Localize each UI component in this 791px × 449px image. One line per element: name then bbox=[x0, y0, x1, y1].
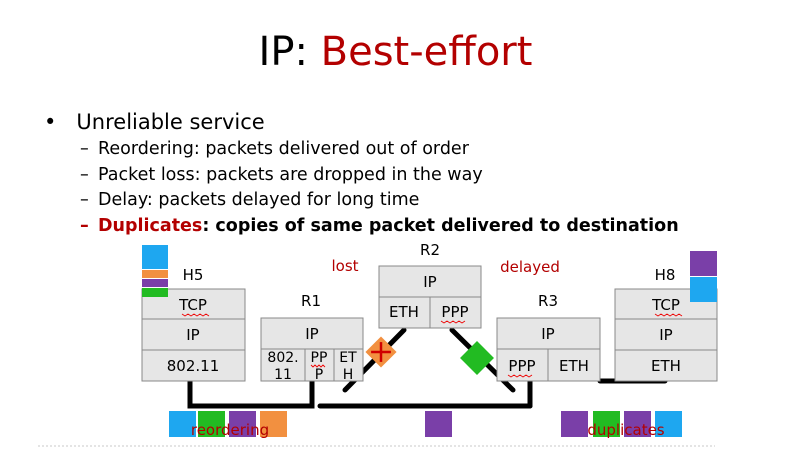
packet-stack-h5 bbox=[142, 245, 168, 297]
iface-label: P bbox=[315, 367, 323, 383]
iface-box bbox=[333, 348, 364, 382]
spellcheck-squiggle bbox=[310, 364, 326, 368]
duplicates-term: Duplicates bbox=[98, 216, 203, 236]
spellcheck-squiggle bbox=[181, 313, 210, 317]
layer-box bbox=[614, 349, 718, 382]
sub-bullet-text: Packet loss: packets are dropped in the … bbox=[98, 165, 483, 185]
packet-blue bbox=[142, 245, 168, 269]
layer-label: IP bbox=[305, 325, 318, 343]
iface-label: ETH bbox=[559, 357, 589, 375]
packet-purple bbox=[425, 411, 452, 437]
reordering-label: reordering bbox=[191, 421, 269, 439]
iface-label: ET bbox=[339, 350, 357, 366]
layer-label: TCP bbox=[178, 296, 207, 314]
node-name: H5 bbox=[183, 266, 204, 284]
packet-orange bbox=[260, 411, 287, 437]
sub-bullet-delay: –Delay: packets delayed for long time bbox=[80, 190, 420, 210]
link-h5-r1 bbox=[187, 378, 315, 409]
router-r3: R3 IP PPP ETH bbox=[496, 292, 601, 382]
iface-box bbox=[304, 348, 335, 382]
packet-purple bbox=[624, 411, 651, 437]
packet-blue bbox=[169, 411, 196, 437]
packet-green bbox=[142, 288, 168, 297]
iface-box bbox=[547, 348, 601, 382]
iface-label: PP bbox=[311, 350, 328, 366]
node-name: R3 bbox=[538, 292, 558, 310]
packet-green bbox=[198, 411, 225, 437]
bullet-main-text: Unreliable service bbox=[76, 110, 265, 134]
packet-purple bbox=[229, 411, 256, 437]
iface-label: 11 bbox=[274, 367, 292, 383]
slide-title: IP: Best-effort bbox=[0, 26, 791, 78]
lost-packet bbox=[365, 336, 397, 368]
layer-label: IP bbox=[186, 326, 199, 344]
packet-blue bbox=[655, 411, 682, 437]
layer-label: IP bbox=[659, 326, 672, 344]
title-accent: Best-effort bbox=[320, 29, 533, 75]
x-mark-icon bbox=[371, 350, 391, 354]
node-name: H8 bbox=[655, 266, 676, 284]
bullet-main: • Unreliable service bbox=[44, 110, 265, 134]
duplicates-description: : copies of same packet delivered to des… bbox=[202, 216, 679, 236]
packet-orange bbox=[142, 270, 168, 278]
iface-box bbox=[496, 348, 549, 382]
layer-label: ETH bbox=[651, 357, 681, 375]
packet-blue bbox=[690, 277, 717, 302]
layer-label: IP bbox=[423, 273, 436, 291]
title-prefix: IP: bbox=[258, 29, 321, 75]
duplicates-label: duplicates bbox=[587, 421, 664, 439]
sub-bullet-text: Reordering: packets delivered out of ord… bbox=[98, 139, 469, 159]
sub-bullet-text: Delay: packets delayed for long time bbox=[98, 190, 420, 210]
sub-bullet-reordering: –Reordering: packets delivered out of or… bbox=[80, 139, 469, 159]
sub-bullet-loss: –Packet loss: packets are dropped in the… bbox=[80, 165, 483, 185]
packet-stack-h8 bbox=[690, 251, 717, 302]
iface-box bbox=[260, 348, 306, 382]
spellcheck-squiggle bbox=[654, 313, 683, 317]
iface-box bbox=[378, 296, 431, 329]
iface-label: ETH bbox=[389, 303, 419, 321]
router-r1: R1 IP 802. 11 PP P ET H bbox=[260, 292, 364, 383]
node-name: R1 bbox=[301, 292, 321, 310]
iface-label: PPP bbox=[441, 303, 468, 321]
lost-label: lost bbox=[331, 257, 358, 275]
sub-bullet-duplicates: –Duplicates: copies of same packet deliv… bbox=[80, 216, 679, 236]
iface-label: PPP bbox=[508, 357, 535, 375]
spellcheck-squiggle bbox=[440, 320, 466, 324]
router-r2: R2 IP ETH PPP bbox=[378, 241, 482, 329]
packet-green bbox=[593, 411, 620, 437]
layer-label: 802.11 bbox=[167, 357, 220, 375]
layer-box bbox=[260, 317, 364, 350]
node-name: R2 bbox=[420, 241, 440, 259]
layer-label: IP bbox=[541, 325, 554, 343]
delayed-label: delayed bbox=[500, 258, 560, 276]
packet-purple bbox=[561, 411, 588, 437]
packet-purple bbox=[142, 279, 168, 287]
layer-box bbox=[141, 349, 246, 382]
iface-label: 802. bbox=[267, 350, 298, 366]
layer-box bbox=[614, 318, 718, 351]
reordering-packets bbox=[169, 411, 287, 437]
layer-label: TCP bbox=[651, 296, 680, 314]
iface-label: H bbox=[343, 367, 354, 383]
packet-purple bbox=[690, 251, 717, 276]
spellcheck-squiggle bbox=[507, 374, 533, 378]
layer-box bbox=[141, 318, 246, 351]
duplicates-packets bbox=[561, 411, 682, 437]
